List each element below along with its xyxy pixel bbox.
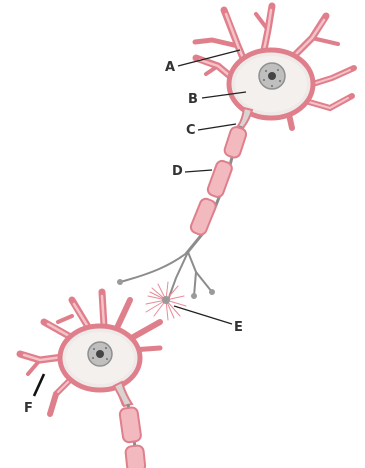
leader-line-f [34, 374, 44, 396]
leader-line-e [174, 306, 232, 324]
upper-neuron [195, 6, 354, 128]
myelin-segment [189, 197, 217, 236]
lower-myelin-segment [125, 445, 146, 468]
leader-line-c [198, 124, 236, 130]
synaptic-terminal [162, 296, 170, 304]
leader-line-d [185, 170, 212, 172]
upper-nucleolus [268, 72, 276, 80]
label-b: B [188, 92, 198, 107]
upper-axon-hillock [238, 108, 252, 128]
lower-nucleolus [96, 350, 104, 358]
myelin-sheaths [189, 126, 248, 237]
axon-terminals [120, 252, 212, 300]
myelin-segment [206, 159, 233, 198]
lower-myelin-segment [119, 407, 142, 443]
label-a: A [165, 60, 175, 75]
label-c: C [186, 123, 196, 138]
axon [117, 126, 248, 300]
label-e: E [234, 320, 243, 335]
myelin-segment [223, 126, 247, 159]
label-f: F [24, 401, 33, 416]
label-d: D [172, 164, 183, 179]
lower-axon-hillock [114, 382, 132, 406]
